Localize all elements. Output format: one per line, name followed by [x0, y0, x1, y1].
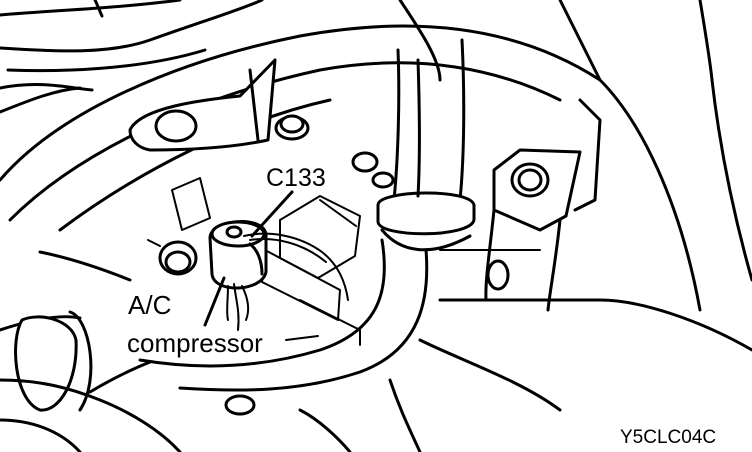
figure-code: Y5CLC04C: [620, 427, 717, 448]
upper-duct: [0, 0, 752, 312]
connector-label: C133: [266, 164, 326, 192]
leader-lines: [203, 190, 319, 341]
upper-left-body-contours: [0, 0, 264, 114]
c133-connector: [208, 220, 349, 331]
component-label-line1: A/C: [128, 290, 172, 320]
component-label-line2: compressor: [127, 328, 263, 358]
engine-block-details: [147, 177, 361, 346]
left-lower-hose: [0, 250, 182, 452]
refrigerant-pipe-lower: [88, 238, 429, 394]
mounting-bracket: [128, 58, 277, 152]
lower-right-contours: [298, 249, 752, 452]
refrigerant-pipe-vertical: [376, 38, 476, 252]
right-bracket: [484, 98, 602, 312]
